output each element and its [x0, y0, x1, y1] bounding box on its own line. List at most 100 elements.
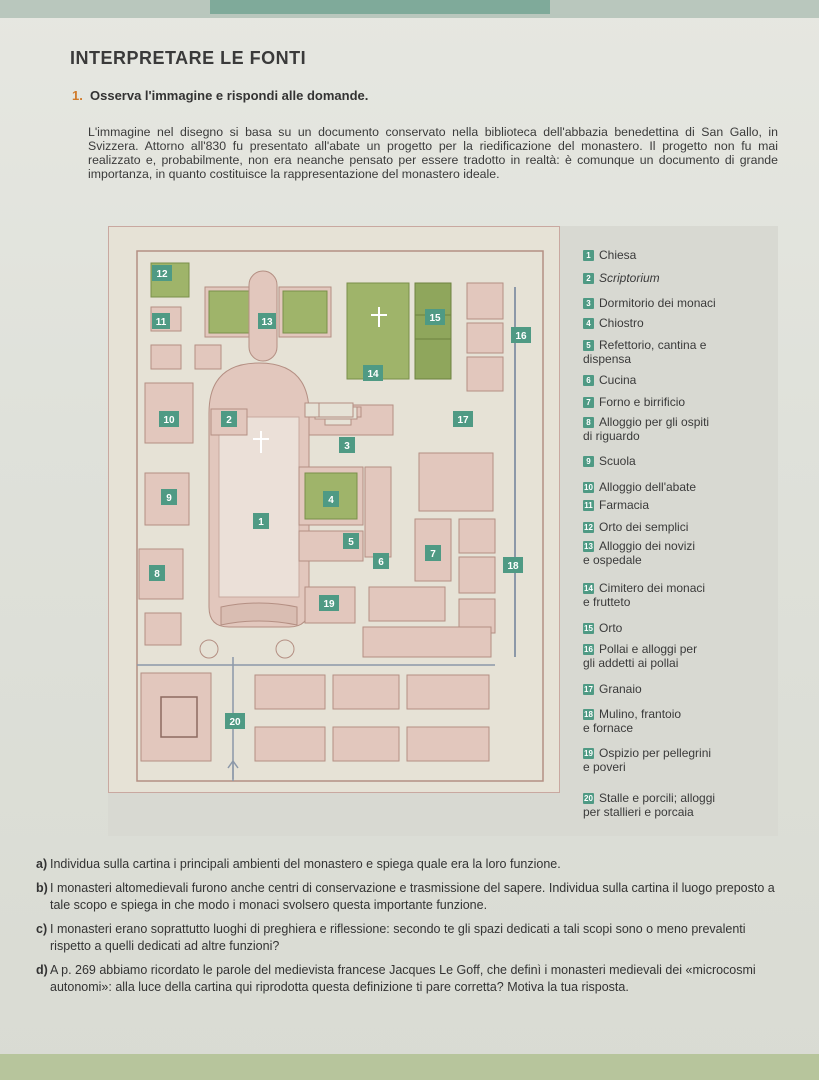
small-building-west-2 [194, 344, 222, 370]
legend-label: Scuola [599, 454, 636, 468]
legend-label: Granaio [599, 682, 642, 696]
legend-label: Orto dei semplici [599, 520, 689, 534]
legend-label: Alloggio dei novizi [599, 539, 696, 553]
label-19-bg [319, 595, 339, 611]
legend-label-continuation: gli addetti ai pollai [583, 656, 679, 670]
legend-number: 17 [583, 684, 594, 695]
legend-label: Chiesa [599, 248, 637, 262]
label-11-bg [152, 313, 170, 329]
label-15-bg [425, 309, 445, 325]
pilgrim-annex [368, 586, 446, 622]
legend-label-continuation: per stallieri e porcaia [583, 805, 694, 819]
top-color-strip [0, 0, 819, 18]
legend-label: Cucina [599, 373, 637, 387]
legend-number: 19 [583, 748, 594, 759]
cloister-garden [304, 472, 358, 520]
stables-court [160, 696, 198, 738]
question-c: c)I monasteri erano soprattutto luoghi d… [36, 921, 788, 954]
cloister-east-range [364, 466, 392, 558]
legend-number: 5 [583, 340, 594, 351]
legend-label: Alloggio per gli ospiti [599, 415, 710, 429]
east-tower [275, 639, 295, 659]
map-label-19: 19 [323, 599, 335, 610]
map-label-8: 8 [154, 569, 160, 580]
small-building-west [150, 344, 182, 370]
entrance-arrow-icon [227, 759, 239, 779]
label-9-bg [161, 489, 177, 505]
map-label-15: 15 [429, 313, 441, 324]
pigsty-6 [406, 726, 490, 762]
exercise-prompt: Osserva l'immagine e rispondi alle doman… [90, 88, 369, 103]
legend-number: 16 [583, 644, 594, 655]
legend-label: Cimitero dei monaci [599, 581, 706, 595]
legend-label: Farmacia [599, 498, 650, 512]
label-5-bg [343, 533, 359, 549]
legend-label: Orto [599, 621, 623, 635]
map-label-2: 2 [226, 415, 232, 426]
guest-annex [144, 612, 182, 646]
question-a: a)Individua sulla cartina i principali a… [36, 856, 788, 873]
legend-label: Mulino, frantoio [599, 707, 682, 721]
map-label-5: 5 [348, 537, 354, 548]
legend-number: 15 [583, 623, 594, 634]
label-18-bg [503, 557, 523, 573]
henhouse-3 [466, 356, 504, 392]
henhouse-1 [466, 282, 504, 320]
pigsty-3 [406, 674, 490, 710]
legend-item-6: 6 Cucina [583, 373, 636, 387]
map-label-1: 1 [258, 517, 264, 528]
novice-garden [208, 290, 254, 334]
cemetery-orchard [346, 282, 410, 380]
label-20-bg [225, 713, 245, 729]
monastery-wall [136, 250, 544, 782]
legend-label: Forno e birrificio [599, 395, 686, 409]
church-nave [218, 416, 300, 598]
legend-number: 13 [583, 541, 594, 552]
legend-label: Dormitorio dei monaci [599, 296, 716, 310]
map-label-18: 18 [507, 561, 519, 572]
legend-label-continuation: e fornace [583, 721, 634, 735]
legend-number: 6 [583, 375, 594, 386]
pigsty-2 [332, 674, 400, 710]
legend-number: 10 [583, 482, 594, 493]
question-b: b)I monasteri altomedievali furono anche… [36, 880, 788, 913]
map-label-17: 17 [457, 415, 469, 426]
monastery-map: 12 11 13 14 15 16 10 2 17 3 9 [108, 226, 560, 793]
label-10-bg [159, 411, 179, 427]
legend-label-continuation: e poveri [583, 760, 626, 774]
label-12-bg [152, 265, 172, 281]
map-label-14: 14 [367, 369, 379, 380]
label-17-bg [453, 411, 473, 427]
legend-number: 14 [583, 583, 594, 594]
label-7-bg [425, 545, 441, 561]
legend-item-15: 15 Orto [583, 621, 622, 635]
label-13-bg [258, 313, 276, 329]
map-label-7: 7 [430, 549, 436, 560]
legend-label-continuation: dispensa [583, 352, 632, 366]
question-d: d)A p. 269 abbiamo ricordato le parole d… [36, 962, 788, 995]
map-label-16: 16 [515, 331, 527, 342]
question-text: I monasteri altomedievali furono anche c… [50, 881, 775, 912]
label-6-bg [373, 553, 389, 569]
legend-label-continuation: e ospedale [583, 553, 642, 567]
exercise-number: 1. [72, 88, 83, 103]
legend-label-continuation: di riguardo [583, 429, 640, 443]
cross-icon [253, 307, 387, 453]
question-letter: b) [36, 881, 48, 895]
map-label-11: 11 [156, 317, 167, 328]
question-letter: c) [36, 922, 48, 936]
top-strip-accent [210, 0, 550, 14]
question-text: I monasteri erano soprattutto luoghi di … [50, 922, 746, 953]
infirmary-garden [282, 290, 328, 334]
legend-number: 20 [583, 793, 594, 804]
pigsty-5 [332, 726, 400, 762]
question-letter: a) [36, 857, 48, 871]
